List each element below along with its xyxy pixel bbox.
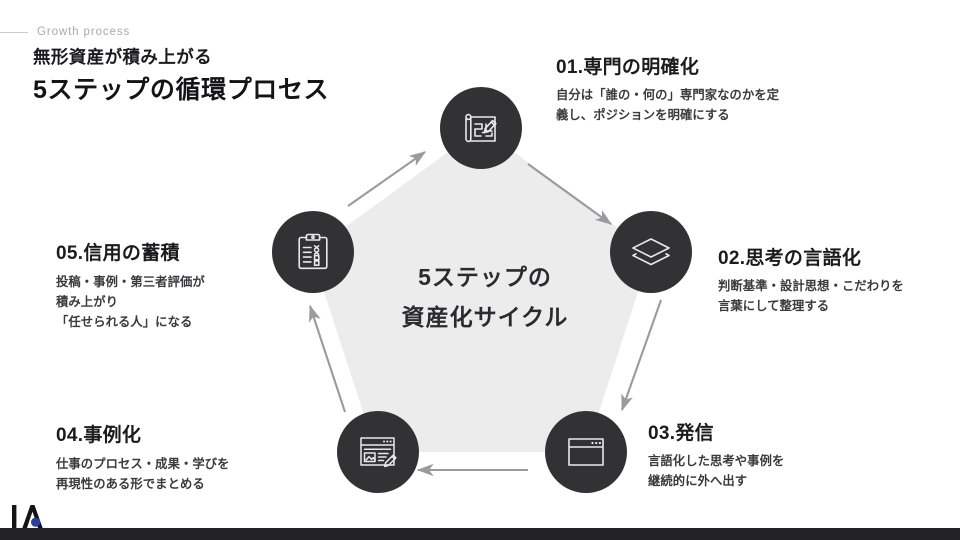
step-desc-04-line1: 仕事のプロセス・成果・学びを — [56, 457, 230, 471]
ia-logo-icon — [12, 505, 43, 529]
step-desc-01-line2: 義し、ポジションを明確にする — [556, 107, 730, 122]
arrow-01-to-02 — [527, 163, 613, 225]
page-title: 5ステップの循環プロセス — [33, 76, 330, 104]
step-block-05: 05.信用の蓄積 投稿・事例・第三者評価が 積み上がり 「任せられる人」になる — [56, 238, 205, 333]
clipboard-checklist-icon — [292, 230, 334, 274]
step-title-02: 02.思考の言語化 — [718, 248, 862, 269]
node-step-03[interactable] — [545, 411, 627, 493]
arrow-04-to-05 — [309, 304, 346, 413]
layers-icon — [629, 232, 673, 272]
step-title-01: 01.専門の明確化 — [556, 57, 700, 78]
step-desc-02-line2: 言葉にして整理する — [718, 298, 830, 313]
brand-logo — [10, 503, 66, 531]
node-step-02[interactable] — [610, 211, 692, 293]
step-block-02: 02.思考の言語化 判断基準・設計思想・こだわりを 言葉にして整理する — [718, 243, 904, 317]
step-desc-03-line1: 言語化した思考や事例を — [648, 454, 785, 468]
step-block-04: 04.事例化 仕事のプロセス・成果・学びを 再現性のある形でまとめる — [56, 420, 230, 495]
step-title-05: 05.信用の蓄積 — [56, 243, 180, 264]
step-title-04: 04.事例化 — [56, 425, 142, 446]
browser-window-icon — [565, 433, 607, 471]
bottom-bar — [0, 528, 960, 540]
step-desc-02-line1: 判断基準・設計思想・こだわりを — [718, 279, 904, 293]
step-desc-04-line2: 再現性のある形でまとめる — [56, 476, 205, 491]
blueprint-pencil-icon — [459, 106, 503, 150]
eyebrow-rule — [0, 31, 28, 33]
arrow-02-to-03 — [621, 299, 662, 412]
step-desc-05-line1: 投稿・事例・第三者評価が — [56, 275, 205, 289]
step-desc-03-line2: 継続的に外へ出す — [648, 473, 748, 488]
step-desc-01-line1: 自分は「誰の・何の」専門家なのかを定 — [556, 88, 780, 102]
step-block-03: 03.発信 言語化した思考や事例を 継続的に外へ出す — [648, 418, 784, 492]
node-step-01[interactable] — [440, 87, 522, 169]
eyebrow-label: Growth process — [37, 26, 131, 38]
article-edit-icon — [356, 432, 400, 472]
pentagon-shape — [311, 128, 651, 452]
step-desc-05-line3: 「任せられる人」になる — [56, 314, 193, 329]
node-step-04[interactable] — [337, 411, 419, 493]
step-block-01: 01.専門の明確化 自分は「誰の・何の」専門家なのかを定 義し、ポジションを明確… — [556, 52, 779, 126]
arrow-05-to-01 — [347, 151, 427, 207]
node-step-05[interactable] — [272, 211, 354, 293]
step-desc-05-line2: 積み上がり — [56, 294, 118, 309]
eyebrow-row: Growth process — [0, 26, 130, 38]
step-title-03: 03.発信 — [648, 423, 714, 444]
title-kicker: 無形資産が積み上がる — [33, 47, 212, 67]
